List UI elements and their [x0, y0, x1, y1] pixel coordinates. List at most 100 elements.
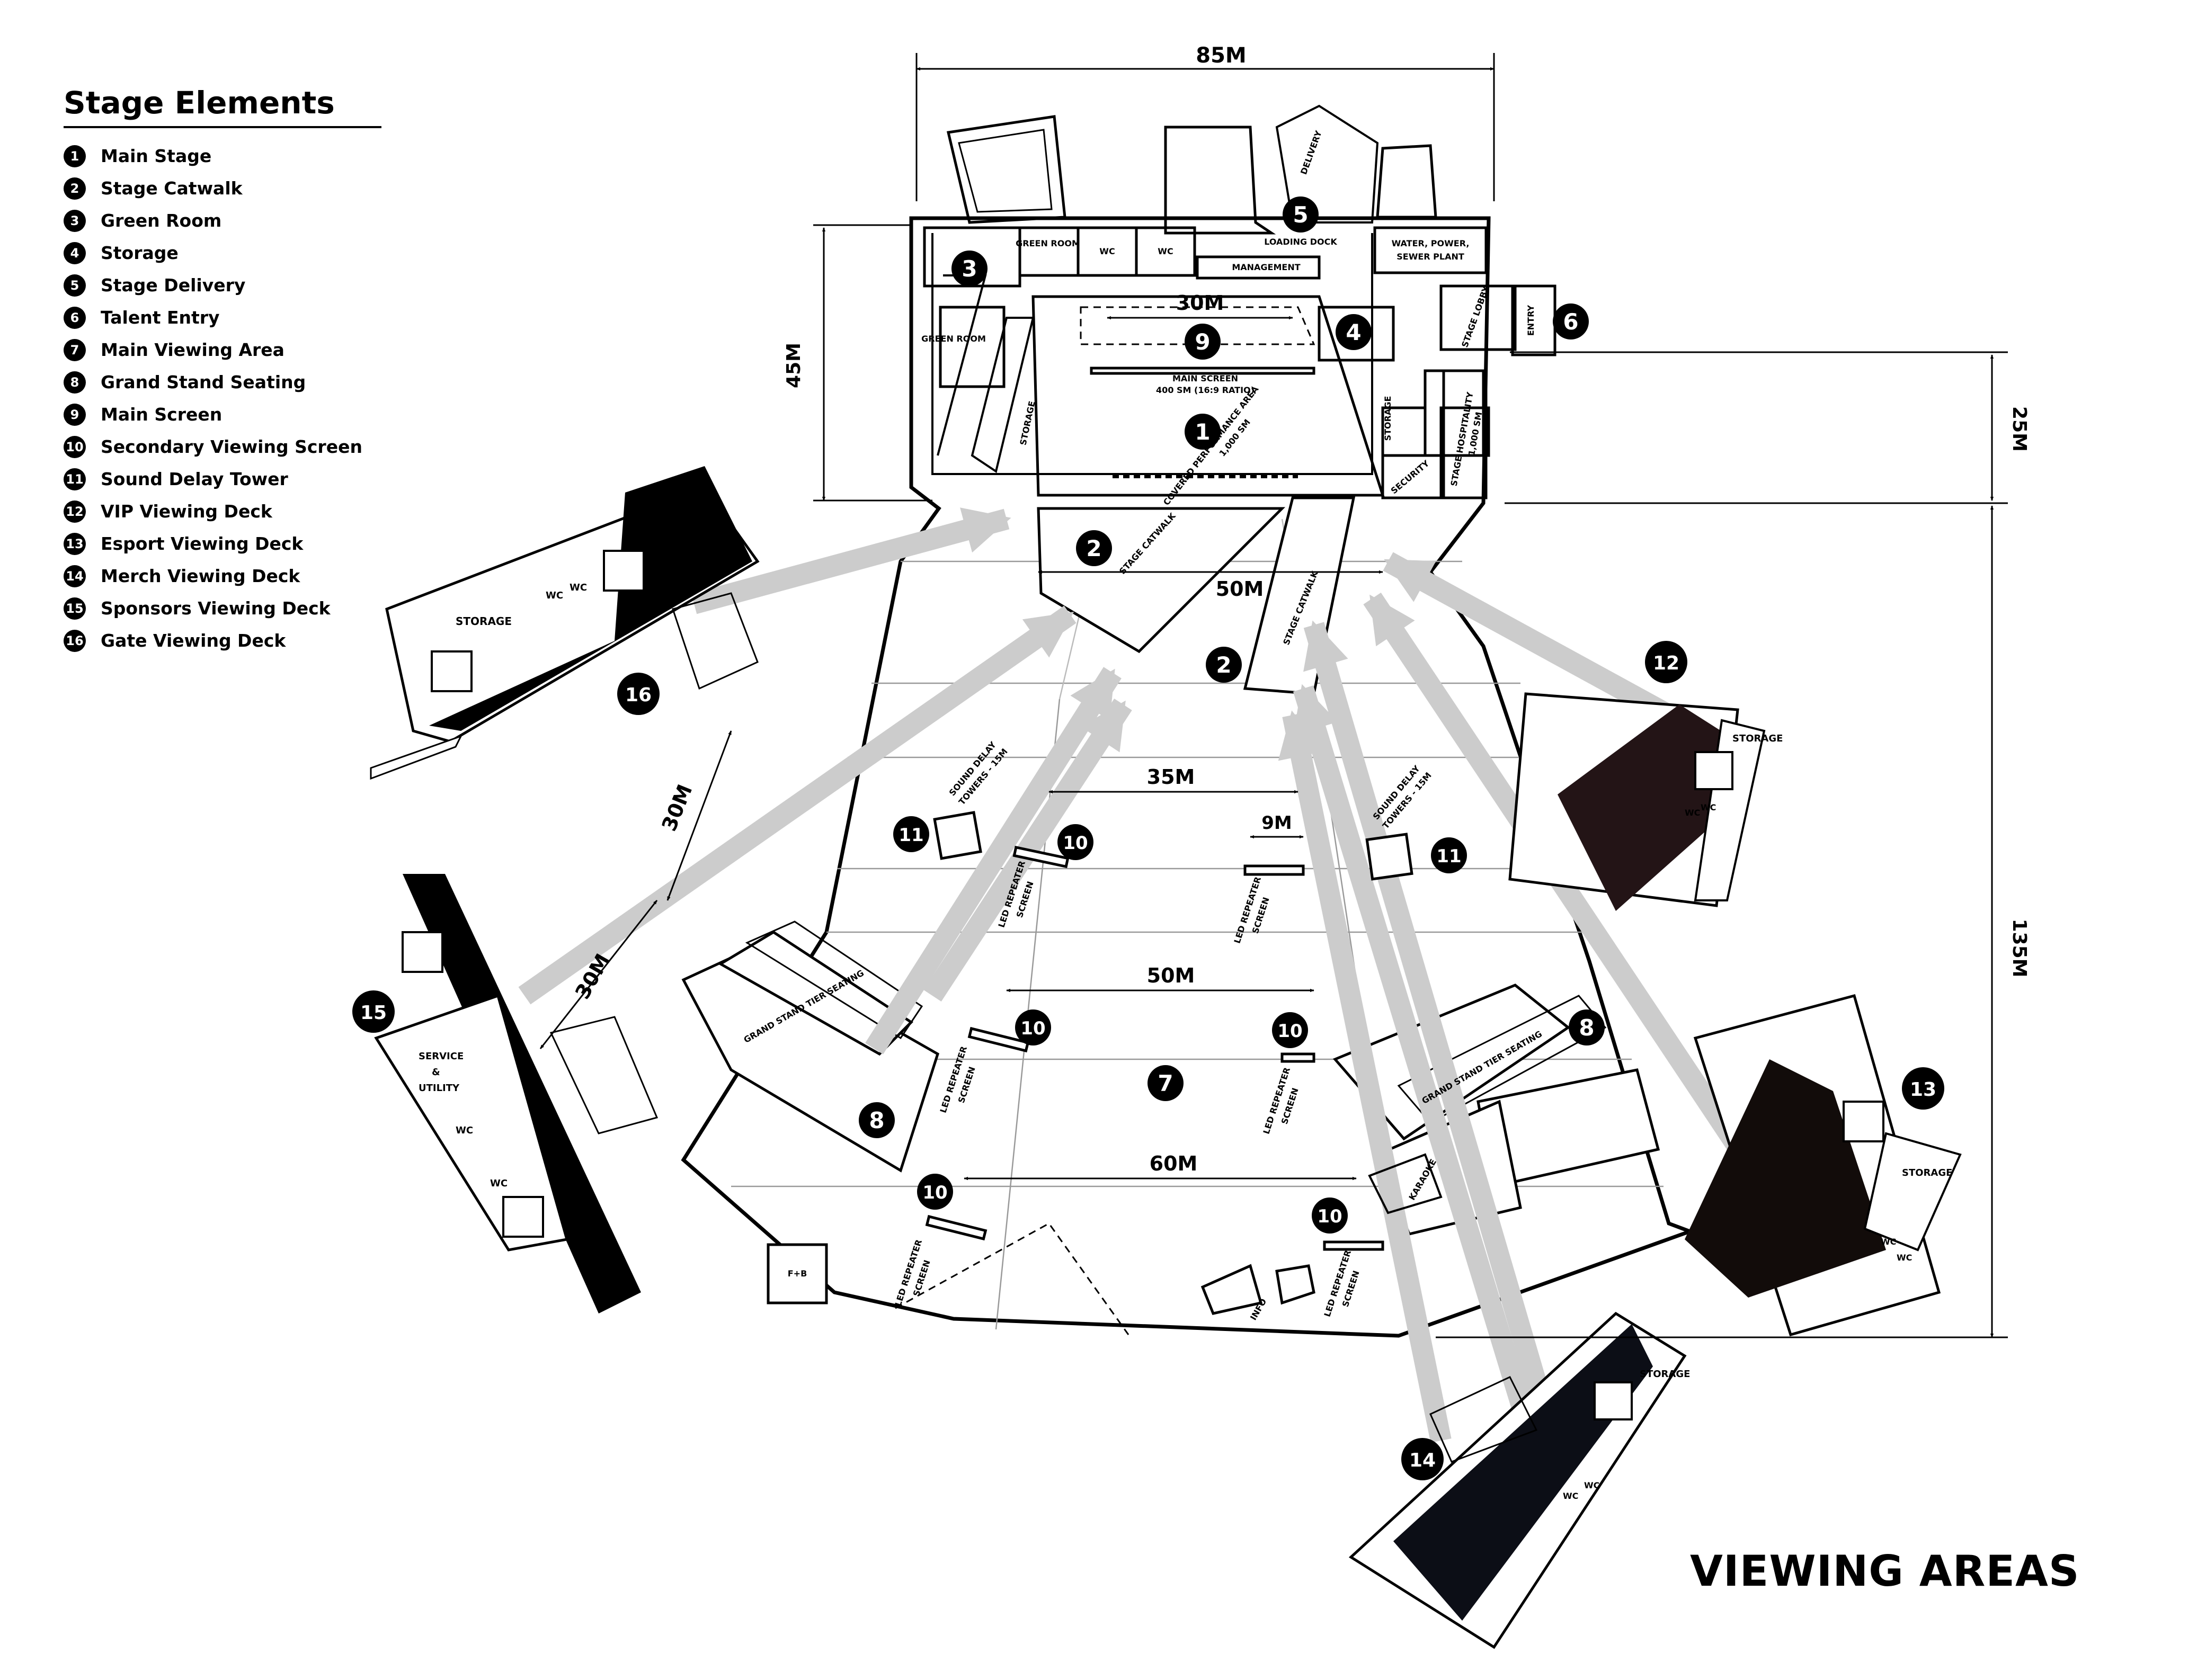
deck12-wc-label: WC [1685, 808, 1700, 818]
marker-11-number: 11 [1436, 846, 1461, 867]
marker-10-number: 10 [1063, 833, 1088, 854]
legend-label: Secondary Viewing Screen [101, 436, 362, 457]
marker-9: 9 [1185, 324, 1221, 360]
deck-13: STORAGE WC WC [1685, 994, 1962, 1337]
marker-2b: 2 [1206, 647, 1242, 683]
dim-row-50: 50M [1147, 964, 1195, 987]
marker-10b: 10 [1015, 1009, 1051, 1045]
dim-screen-width: 30M [1176, 291, 1224, 315]
deck14-wc-label: WC [1584, 1480, 1599, 1490]
deck-15: SERVICE & UTILITY WC WC [374, 874, 659, 1313]
legend-item: 9 Main Screen [64, 398, 381, 431]
water-power-label: WATER, POWER, [1392, 238, 1470, 248]
storage-right-label: STORAGE [1383, 396, 1393, 441]
legend-label: Green Room [101, 210, 222, 231]
deck14-wc-label: WC [1563, 1491, 1578, 1501]
marker-2a: 2 [1076, 530, 1112, 566]
marker-7: 7 [1148, 1065, 1184, 1101]
legend-label: Grand Stand Seating [101, 372, 306, 392]
deck15-service-amp: & [432, 1067, 440, 1078]
security-label: SECURITY [1389, 458, 1431, 496]
marker-10c: 10 [1272, 1012, 1308, 1048]
main-screen-size: 400 SM (16:9 RATIO) [1156, 385, 1255, 395]
dim-row-60: 60M [1150, 1152, 1198, 1175]
legend-label: Stage Delivery [101, 275, 246, 296]
legend-number: 13 [64, 532, 86, 555]
legend-label: Sound Delay Tower [101, 469, 288, 489]
deck16-wc-label: WC [546, 590, 563, 601]
deck12-storage-label: STORAGE [1732, 733, 1783, 744]
marker-6: 6 [1553, 303, 1589, 339]
info-label: INFO [1248, 1297, 1268, 1322]
marker-13-number: 13 [1910, 1079, 1936, 1101]
legend-label: Merch Viewing Deck [101, 566, 300, 586]
legend-number: 6 [64, 306, 86, 329]
legend-label: Stage Catwalk [101, 178, 243, 199]
sewer-plant-label: SEWER PLANT [1396, 252, 1464, 262]
dimension-labels: 85M 45M 25M 135M 30M 50M 35M 9M 50M 60M … [571, 43, 2030, 1175]
dim-stage-right: 25M [2008, 406, 2030, 452]
service-block-top [923, 104, 1556, 499]
marker-8-number: 8 [869, 1107, 884, 1133]
management-label: MANAGEMENT [1232, 262, 1300, 272]
legend-label: Main Viewing Area [101, 339, 284, 360]
marker-10a: 10 [1057, 824, 1093, 860]
marker-15-number: 15 [360, 1002, 387, 1024]
deck13-storage-label: STORAGE [1902, 1167, 1952, 1178]
legend-label: Main Stage [101, 146, 212, 166]
green-room-label: GREEN ROOM [1016, 238, 1080, 248]
main-screen-label: MAIN SCREEN [1172, 373, 1238, 383]
deck15-utility-label: UTILITY [419, 1083, 460, 1094]
marker-5-number: 5 [1293, 202, 1308, 228]
deck12-wc-label: WC [1701, 802, 1716, 812]
sight-arrows [518, 507, 1752, 1443]
marker-1: 1 [1185, 414, 1221, 450]
marker-10-number: 10 [1317, 1206, 1342, 1227]
marker-2-number: 2 [1216, 652, 1231, 678]
marker-11b: 11 [1431, 837, 1467, 873]
dim-row-35: 35M [1147, 765, 1195, 789]
legend-number: 1 [64, 145, 86, 167]
green-room-label: GREEN ROOM [921, 334, 986, 344]
dim-screen-small: 9M [1261, 812, 1292, 834]
legend-number: 9 [64, 403, 86, 426]
marker-1-number: 1 [1195, 419, 1210, 445]
deck13-wc-label: WC [1881, 1237, 1896, 1247]
legend-label: Gate Viewing Deck [101, 630, 286, 651]
storage-left-label: STORAGE [1018, 400, 1037, 446]
marker-8-number: 8 [1579, 1015, 1594, 1041]
marker-15: 15 [352, 990, 395, 1033]
wc-label: WC [1099, 246, 1115, 256]
fb-label: F+B [788, 1268, 807, 1279]
legend-number: 3 [64, 209, 86, 232]
sound-towers-and-screens [767, 306, 1443, 1335]
marker-9-number: 9 [1195, 329, 1210, 355]
legend-number: 10 [64, 435, 86, 458]
legend-item: 16 Gate Viewing Deck [64, 624, 381, 657]
legend-item: 1 Main Stage [64, 140, 381, 172]
marker-4-number: 4 [1346, 319, 1361, 345]
legend-number: 12 [64, 500, 86, 523]
legend-number: 16 [64, 629, 86, 652]
loading-dock-label: LOADING DOCK [1264, 237, 1337, 247]
marker-5: 5 [1283, 196, 1319, 233]
legend-label: Main Screen [101, 404, 223, 425]
legend-label: Sponsors Viewing Deck [101, 598, 331, 619]
deck15-wc-label: WC [490, 1178, 508, 1189]
legend-label: Talent Entry [101, 307, 220, 328]
legend-number: 11 [64, 468, 86, 490]
dim-catwalk-span: 50M [1216, 577, 1264, 601]
marker-8b: 8 [1569, 1009, 1605, 1045]
marker-10e: 10 [1312, 1198, 1348, 1234]
legend-number: 14 [64, 565, 86, 587]
legend-item: 11 Sound Delay Tower [64, 463, 381, 495]
entry-label: ENTRY [1526, 305, 1536, 336]
